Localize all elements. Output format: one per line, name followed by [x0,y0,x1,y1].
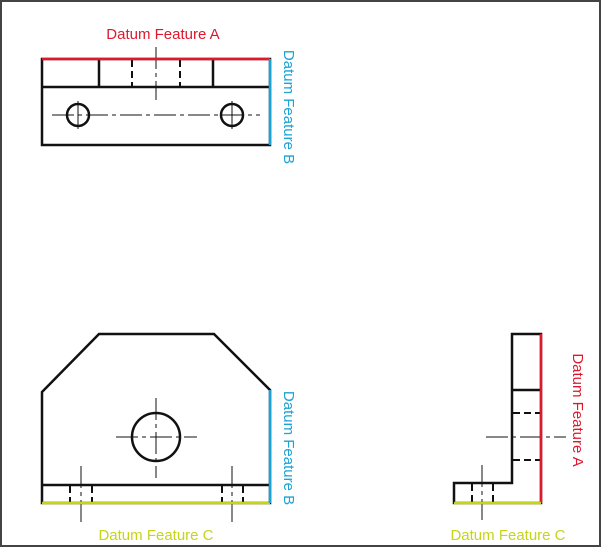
top-view: Datum Feature A Datum Feature B [40,26,297,164]
datum-a-label: Datum Feature A [106,26,219,43]
datum-a-label: Datum Feature A [569,353,586,466]
datum-c-label: Datum Feature C [98,527,213,544]
side-view: Datum Feature A Datum Feature C [450,332,586,544]
side-view-outline [452,332,543,505]
datum-b-label: Datum Feature B [280,50,297,164]
datum-c-label: Datum Feature C [450,527,565,544]
top-view-outline [40,57,272,147]
front-view: Datum Feature B Datum Feature C [40,332,297,544]
datum-b-label: Datum Feature B [280,391,297,505]
